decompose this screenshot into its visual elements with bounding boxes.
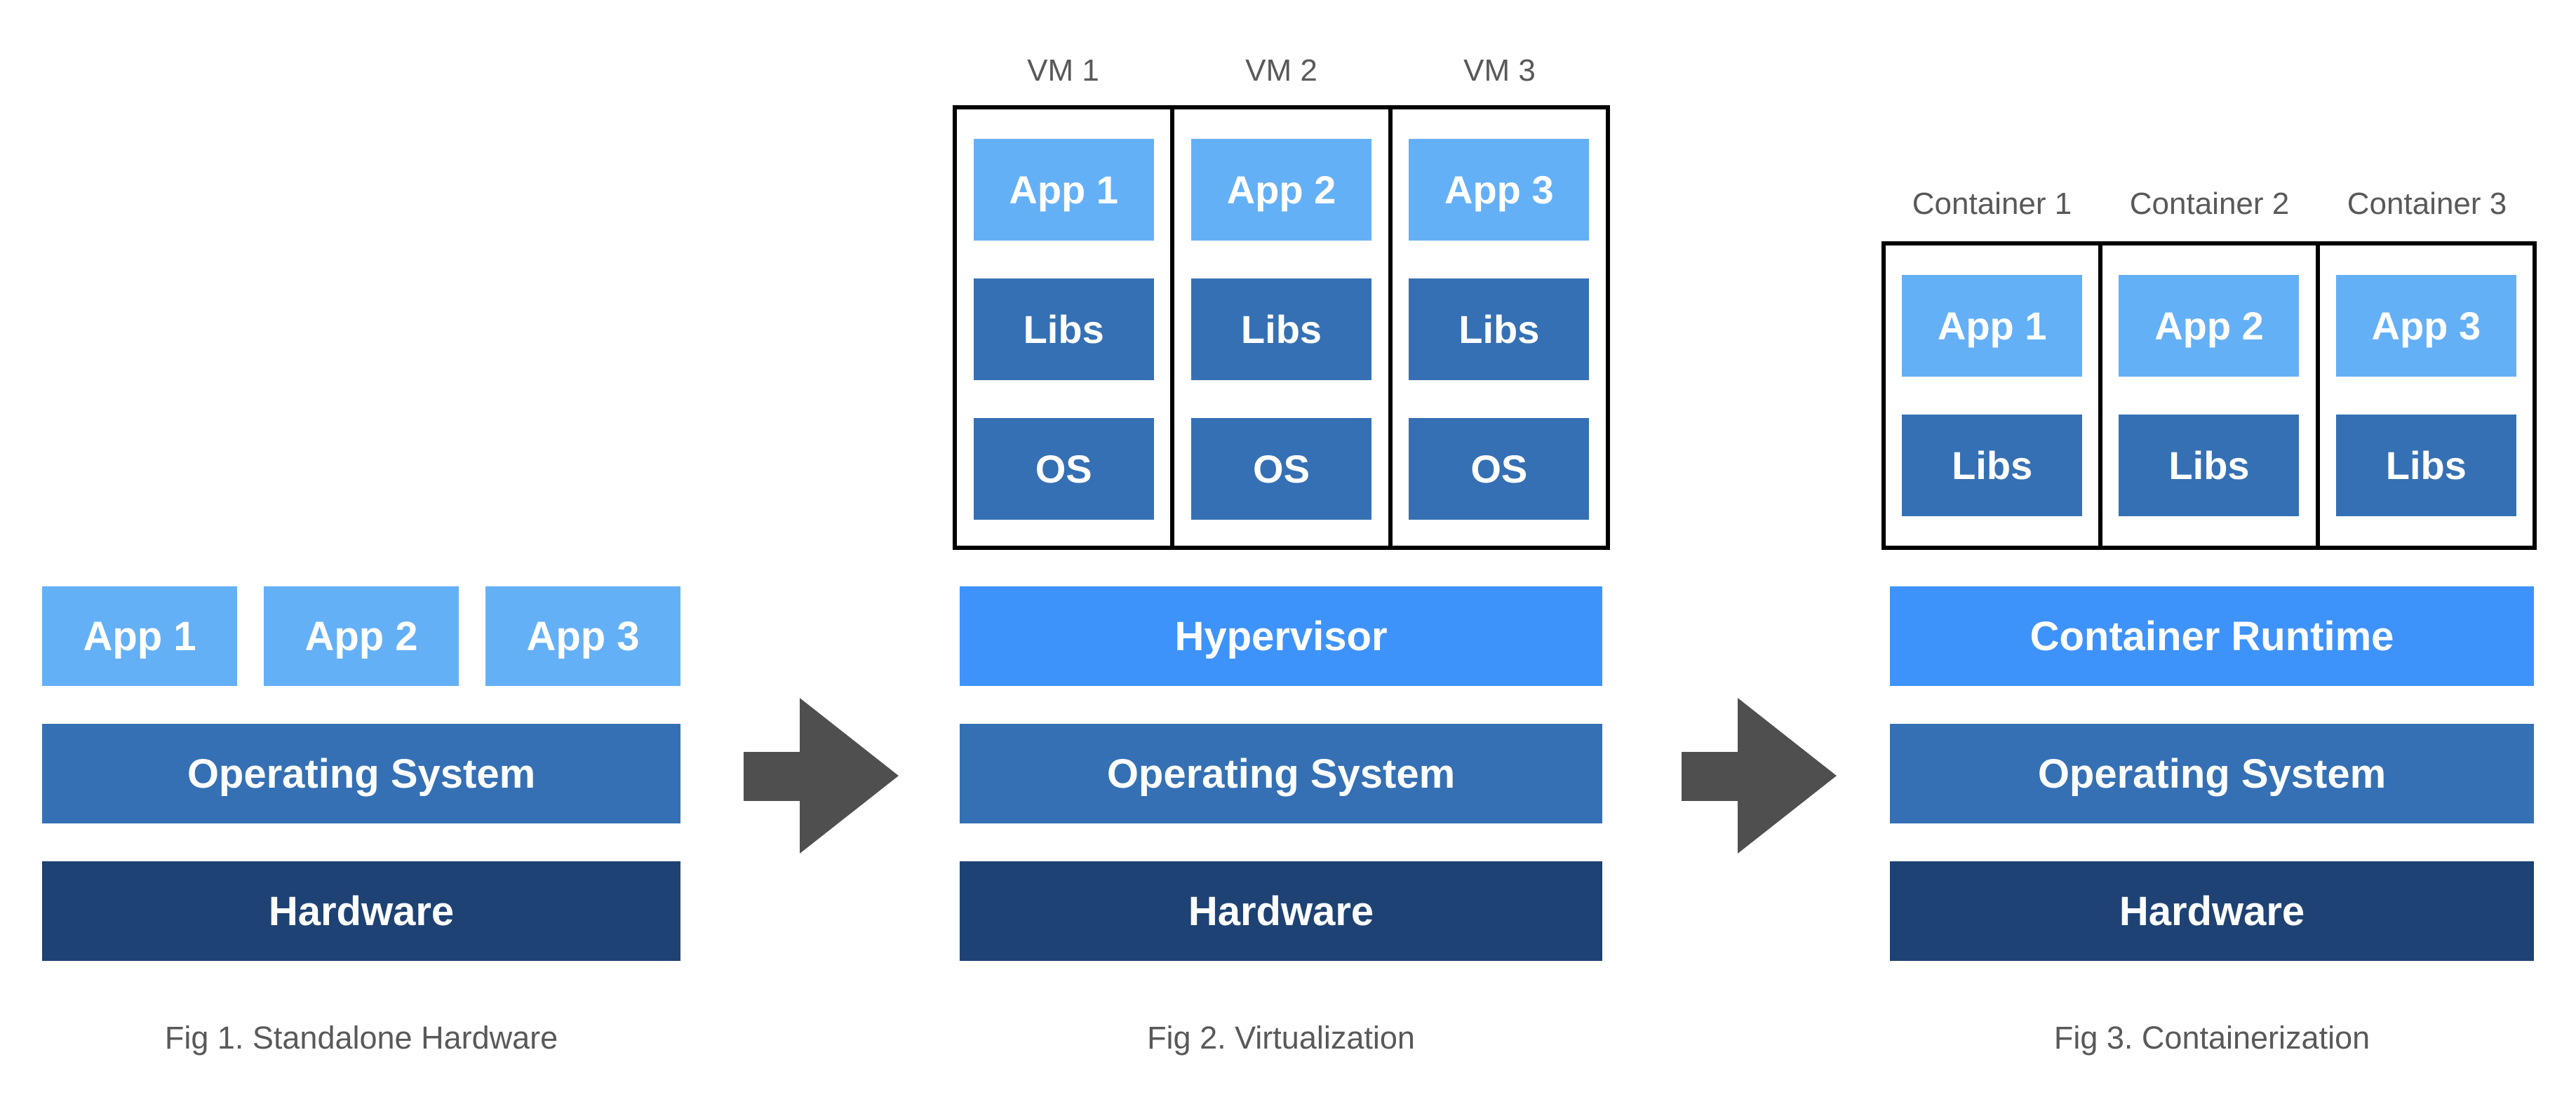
app-box: App 2 <box>264 586 459 686</box>
libs-box: Libs <box>2335 415 2516 516</box>
vm-label: VM 2 <box>1245 53 1317 88</box>
figure-caption: Fig 1. Standalone Hardware <box>164 1020 558 1056</box>
vm-column: App 3 Libs OS <box>1388 109 1606 546</box>
arrow-right-icon <box>1682 698 1837 854</box>
operating-system-layer: Operating System <box>960 724 1602 823</box>
hardware-layer: Hardware <box>960 861 1602 961</box>
figure-caption: Fig 2. Virtualization <box>1147 1020 1415 1056</box>
os-box: OS <box>1409 418 1590 520</box>
app-box: App 2 <box>1190 139 1371 241</box>
app-box: App 1 <box>42 586 237 686</box>
hypervisor-layer: Hypervisor <box>960 586 1602 686</box>
libs-box: Libs <box>1190 278 1371 380</box>
vm-column: App 1 Libs OS <box>957 109 1170 546</box>
app-box: App 3 <box>1409 139 1590 241</box>
operating-system-layer: Operating System <box>42 724 680 823</box>
container-runtime-layer: Container Runtime <box>1890 586 2534 686</box>
container-column: App 2 Libs <box>2098 245 2315 546</box>
libs-box: Libs <box>2119 415 2300 516</box>
app-box: App 2 <box>2119 275 2300 377</box>
figure-caption: Fig 3. Containerization <box>2053 1020 2370 1056</box>
libs-box: Libs <box>1409 278 1590 380</box>
vm-label: VM 1 <box>1027 53 1099 88</box>
libs-box: Libs <box>1902 415 2083 516</box>
hardware-layer: Hardware <box>1890 861 2534 961</box>
vm-label: VM 3 <box>1463 53 1536 88</box>
vm-column: App 2 Libs OS <box>1170 109 1388 546</box>
container-column: App 3 Libs <box>2315 245 2533 546</box>
os-box: OS <box>1190 418 1371 520</box>
container-label: Container 2 <box>2129 187 2290 221</box>
operating-system-layer: Operating System <box>1890 724 2534 823</box>
arrow-right-icon <box>744 698 899 854</box>
libs-box: Libs <box>973 278 1154 380</box>
container-label: Container 1 <box>1912 187 2072 221</box>
app-box: App 3 <box>2335 275 2516 377</box>
os-box: OS <box>973 418 1154 520</box>
app-box: App 1 <box>1902 275 2083 377</box>
container-column: App 1 Libs <box>1886 245 2098 546</box>
hardware-layer: Hardware <box>42 861 680 961</box>
vm-group-box: App 1 Libs OS App 2 Libs OS App 3 Libs O… <box>953 105 1610 550</box>
container-group-box: App 1 Libs App 2 Libs App 3 Libs <box>1881 241 2537 550</box>
app-box: App 3 <box>485 586 680 686</box>
app-box: App 1 <box>973 139 1154 241</box>
container-label: Container 3 <box>2347 187 2507 221</box>
